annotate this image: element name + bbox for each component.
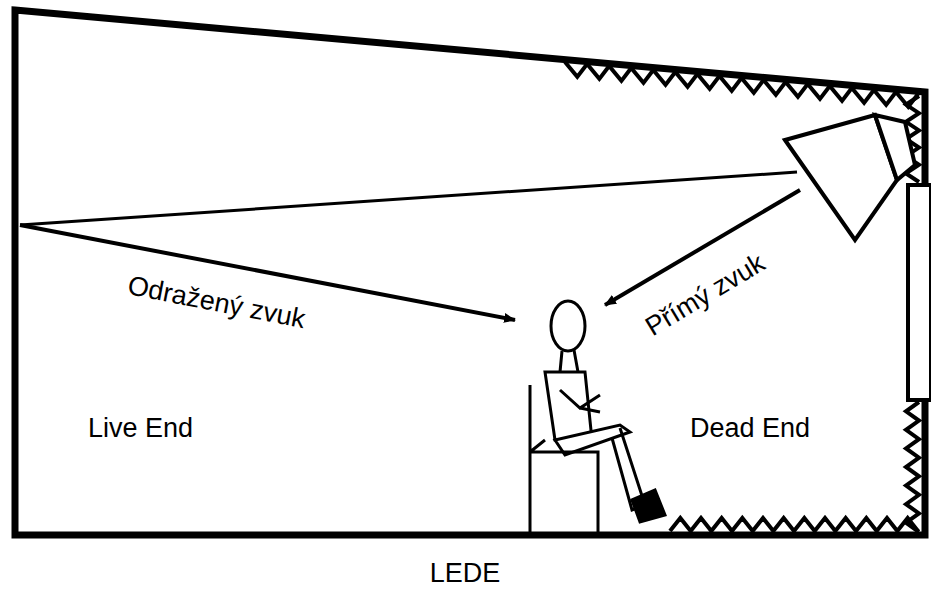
loudspeaker: [785, 115, 915, 240]
caption: LEDE: [430, 560, 501, 587]
sound-ray: [20, 172, 797, 225]
door: [908, 185, 931, 400]
zone-label: Dead End: [690, 415, 810, 442]
absorber-sawtooth: [906, 402, 919, 532]
room-outline: [15, 10, 925, 535]
absorber-sawtooth: [670, 518, 918, 531]
direct-sound-label: Přímý zvuk: [641, 249, 769, 341]
absorber-sawtooth: [565, 62, 918, 107]
absorber-panels: [565, 62, 919, 532]
listener-figure: [530, 301, 665, 535]
reflected-sound-label: Odražený zvuk: [125, 272, 307, 333]
zone-label: Live End: [88, 415, 193, 442]
